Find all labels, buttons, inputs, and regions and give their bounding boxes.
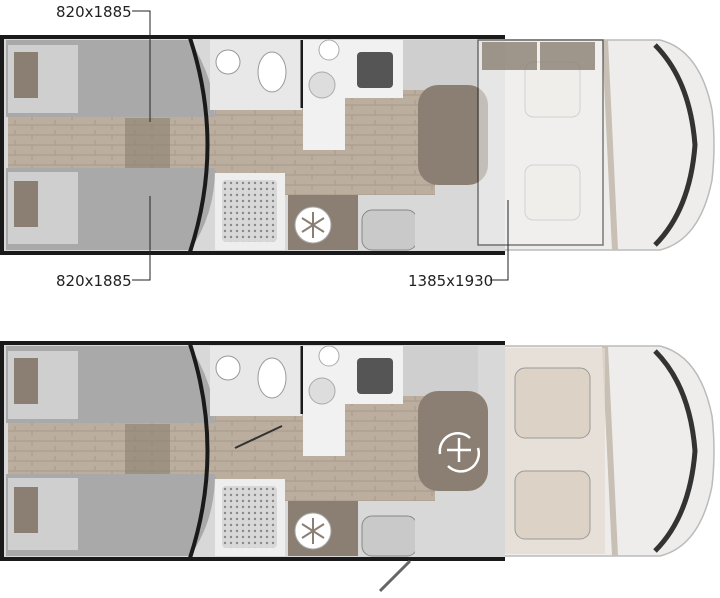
- floor-plan-bottom: [2, 343, 714, 593]
- floor-plan-top: 820x1885 820x1885 1385x1930: [2, 3, 714, 290]
- callout-line: [490, 200, 509, 281]
- door-swing-line: [234, 425, 283, 449]
- rotate-table-icon: [438, 431, 481, 473]
- entry-door: [378, 559, 412, 593]
- callout-line: [132, 196, 151, 281]
- bed-dimension-label: 820x1885: [56, 272, 132, 290]
- cab-drop-down-bed: [477, 39, 604, 246]
- bed-dimension-label: 820x1885: [56, 3, 132, 21]
- snowflake-icon: [301, 518, 325, 544]
- callout-line: [132, 10, 151, 122]
- snowflake-icon: [301, 212, 325, 238]
- cab-bed-dimension-label: 1385x1930: [408, 272, 493, 290]
